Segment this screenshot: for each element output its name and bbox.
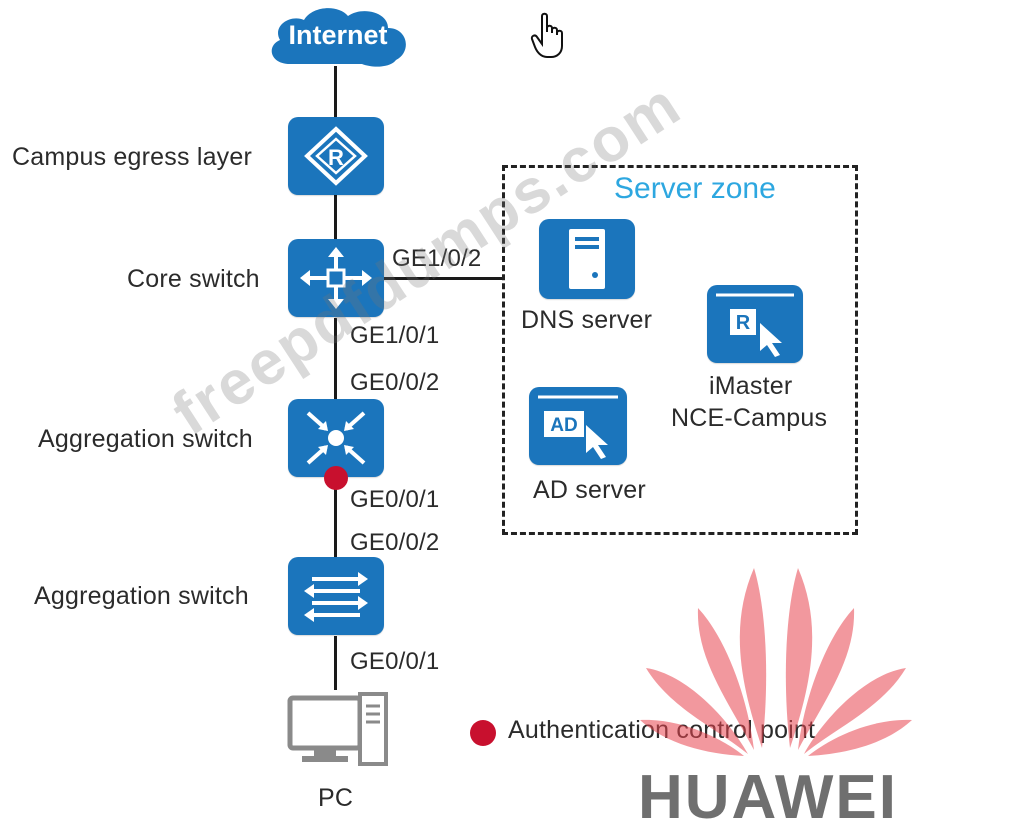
imaster-label-line2: NCE-Campus — [671, 404, 828, 432]
egress-layer-label: Campus egress layer — [12, 143, 253, 171]
port-core-down: GE1/0/1 — [350, 322, 440, 349]
port-core-to-server: GE1/0/2 — [392, 245, 482, 272]
server-zone-title: Server zone — [614, 172, 776, 205]
ad-server: AD — [529, 387, 627, 465]
imaster-label-line1: iMaster — [709, 372, 793, 400]
imaster-nce-campus: R — [707, 285, 803, 363]
link-access-pc — [334, 636, 337, 690]
access-switch-icon — [304, 572, 368, 622]
core-switch — [288, 239, 384, 317]
port-agg-down: GE0/0/1 — [350, 486, 440, 513]
huawei-wordmark: HUAWEI — [638, 763, 898, 821]
router-icon: R — [304, 126, 368, 186]
link-core-aggregation — [334, 318, 337, 400]
hand-cursor-icon — [530, 12, 563, 58]
pc-label: PC — [318, 784, 354, 812]
ad-server-label: AD server — [533, 476, 646, 504]
port-agg-up: GE0/0/2 — [350, 369, 440, 396]
aggregation-switch-label: Aggregation switch — [38, 425, 253, 453]
aggregation-switch — [288, 399, 384, 477]
dns-server-icon — [569, 229, 605, 289]
internet-cloud-icon — [271, 8, 406, 67]
port-access-down: GE0/0/1 — [350, 648, 440, 675]
link-aggregation-access — [334, 477, 337, 557]
dns-server — [539, 219, 635, 299]
access-switch — [288, 557, 384, 635]
link-egress-core — [334, 195, 337, 239]
access-switch-label: Aggregation switch — [34, 582, 249, 610]
egress-router: R — [288, 117, 384, 195]
aggregation-switch-icon — [306, 411, 366, 465]
link-core-server-zone — [384, 277, 504, 280]
imaster-icon: R — [716, 293, 794, 357]
dns-server-label: DNS server — [521, 306, 653, 334]
server-zone-box — [502, 165, 858, 535]
legend-auth-point-icon — [470, 720, 496, 746]
huawei-logo-icon — [640, 568, 912, 756]
link-internet-egress — [334, 66, 337, 118]
svg-text:AD: AD — [550, 415, 577, 436]
core-switch-label: Core switch — [127, 265, 260, 293]
port-access-up: GE0/0/2 — [350, 529, 440, 556]
core-switch-icon — [300, 247, 372, 309]
svg-text:R: R — [736, 312, 751, 334]
svg-text:R: R — [328, 145, 344, 170]
ad-server-icon: AD — [538, 395, 618, 459]
internet-label: Internet — [288, 20, 388, 50]
authentication-control-point-marker — [324, 466, 348, 490]
pc-icon — [287, 692, 388, 766]
